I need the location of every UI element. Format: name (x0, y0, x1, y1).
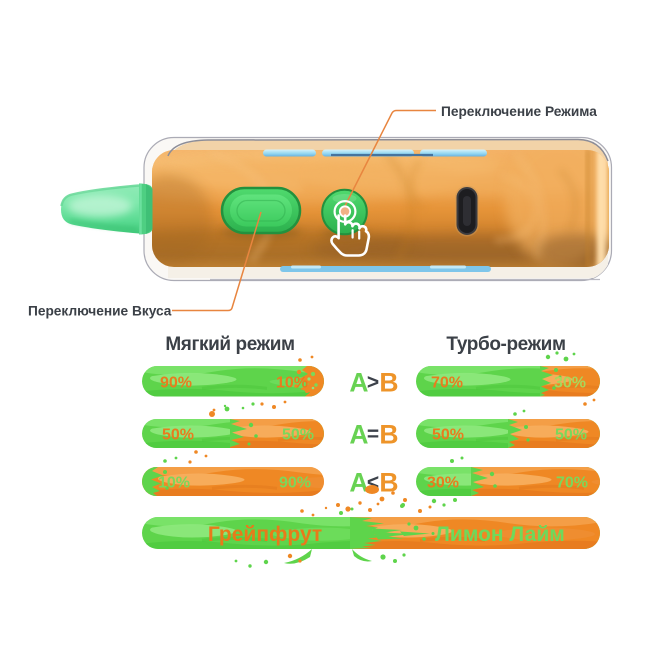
svg-text:A: A (349, 368, 368, 398)
svg-text:=: = (367, 423, 379, 446)
svg-text:>: > (367, 371, 379, 394)
svg-text:90%: 90% (279, 475, 311, 492)
svg-text:B: B (379, 368, 398, 398)
svg-text:50%: 50% (282, 427, 314, 444)
svg-text:30%: 30% (427, 475, 459, 492)
svg-text:A: A (349, 468, 368, 498)
svg-text:50%: 50% (555, 427, 587, 444)
svg-text:70%: 70% (431, 375, 463, 392)
svg-text:50%: 50% (432, 427, 464, 444)
svg-text:A: A (349, 420, 368, 450)
svg-text:Переключение Режима: Переключение Режима (441, 104, 597, 119)
svg-text:10%: 10% (276, 375, 308, 392)
svg-text:B: B (379, 468, 398, 498)
svg-text:50%: 50% (162, 427, 194, 444)
svg-text:90%: 90% (160, 375, 192, 392)
svg-text:70%: 70% (556, 475, 588, 492)
svg-text:Мягкий режим: Мягкий режим (165, 334, 294, 355)
svg-text:B: B (379, 420, 398, 450)
svg-text:Переключение Вкуса: Переключение Вкуса (28, 304, 172, 319)
svg-text:Лимон Лайм: Лимон Лайм (435, 523, 565, 546)
svg-text:Грейпфрут: Грейпфрут (208, 523, 322, 546)
svg-text:Турбо-режим: Турбо-режим (446, 334, 565, 355)
svg-text:30%: 30% (554, 375, 586, 392)
svg-text:10%: 10% (158, 475, 190, 492)
